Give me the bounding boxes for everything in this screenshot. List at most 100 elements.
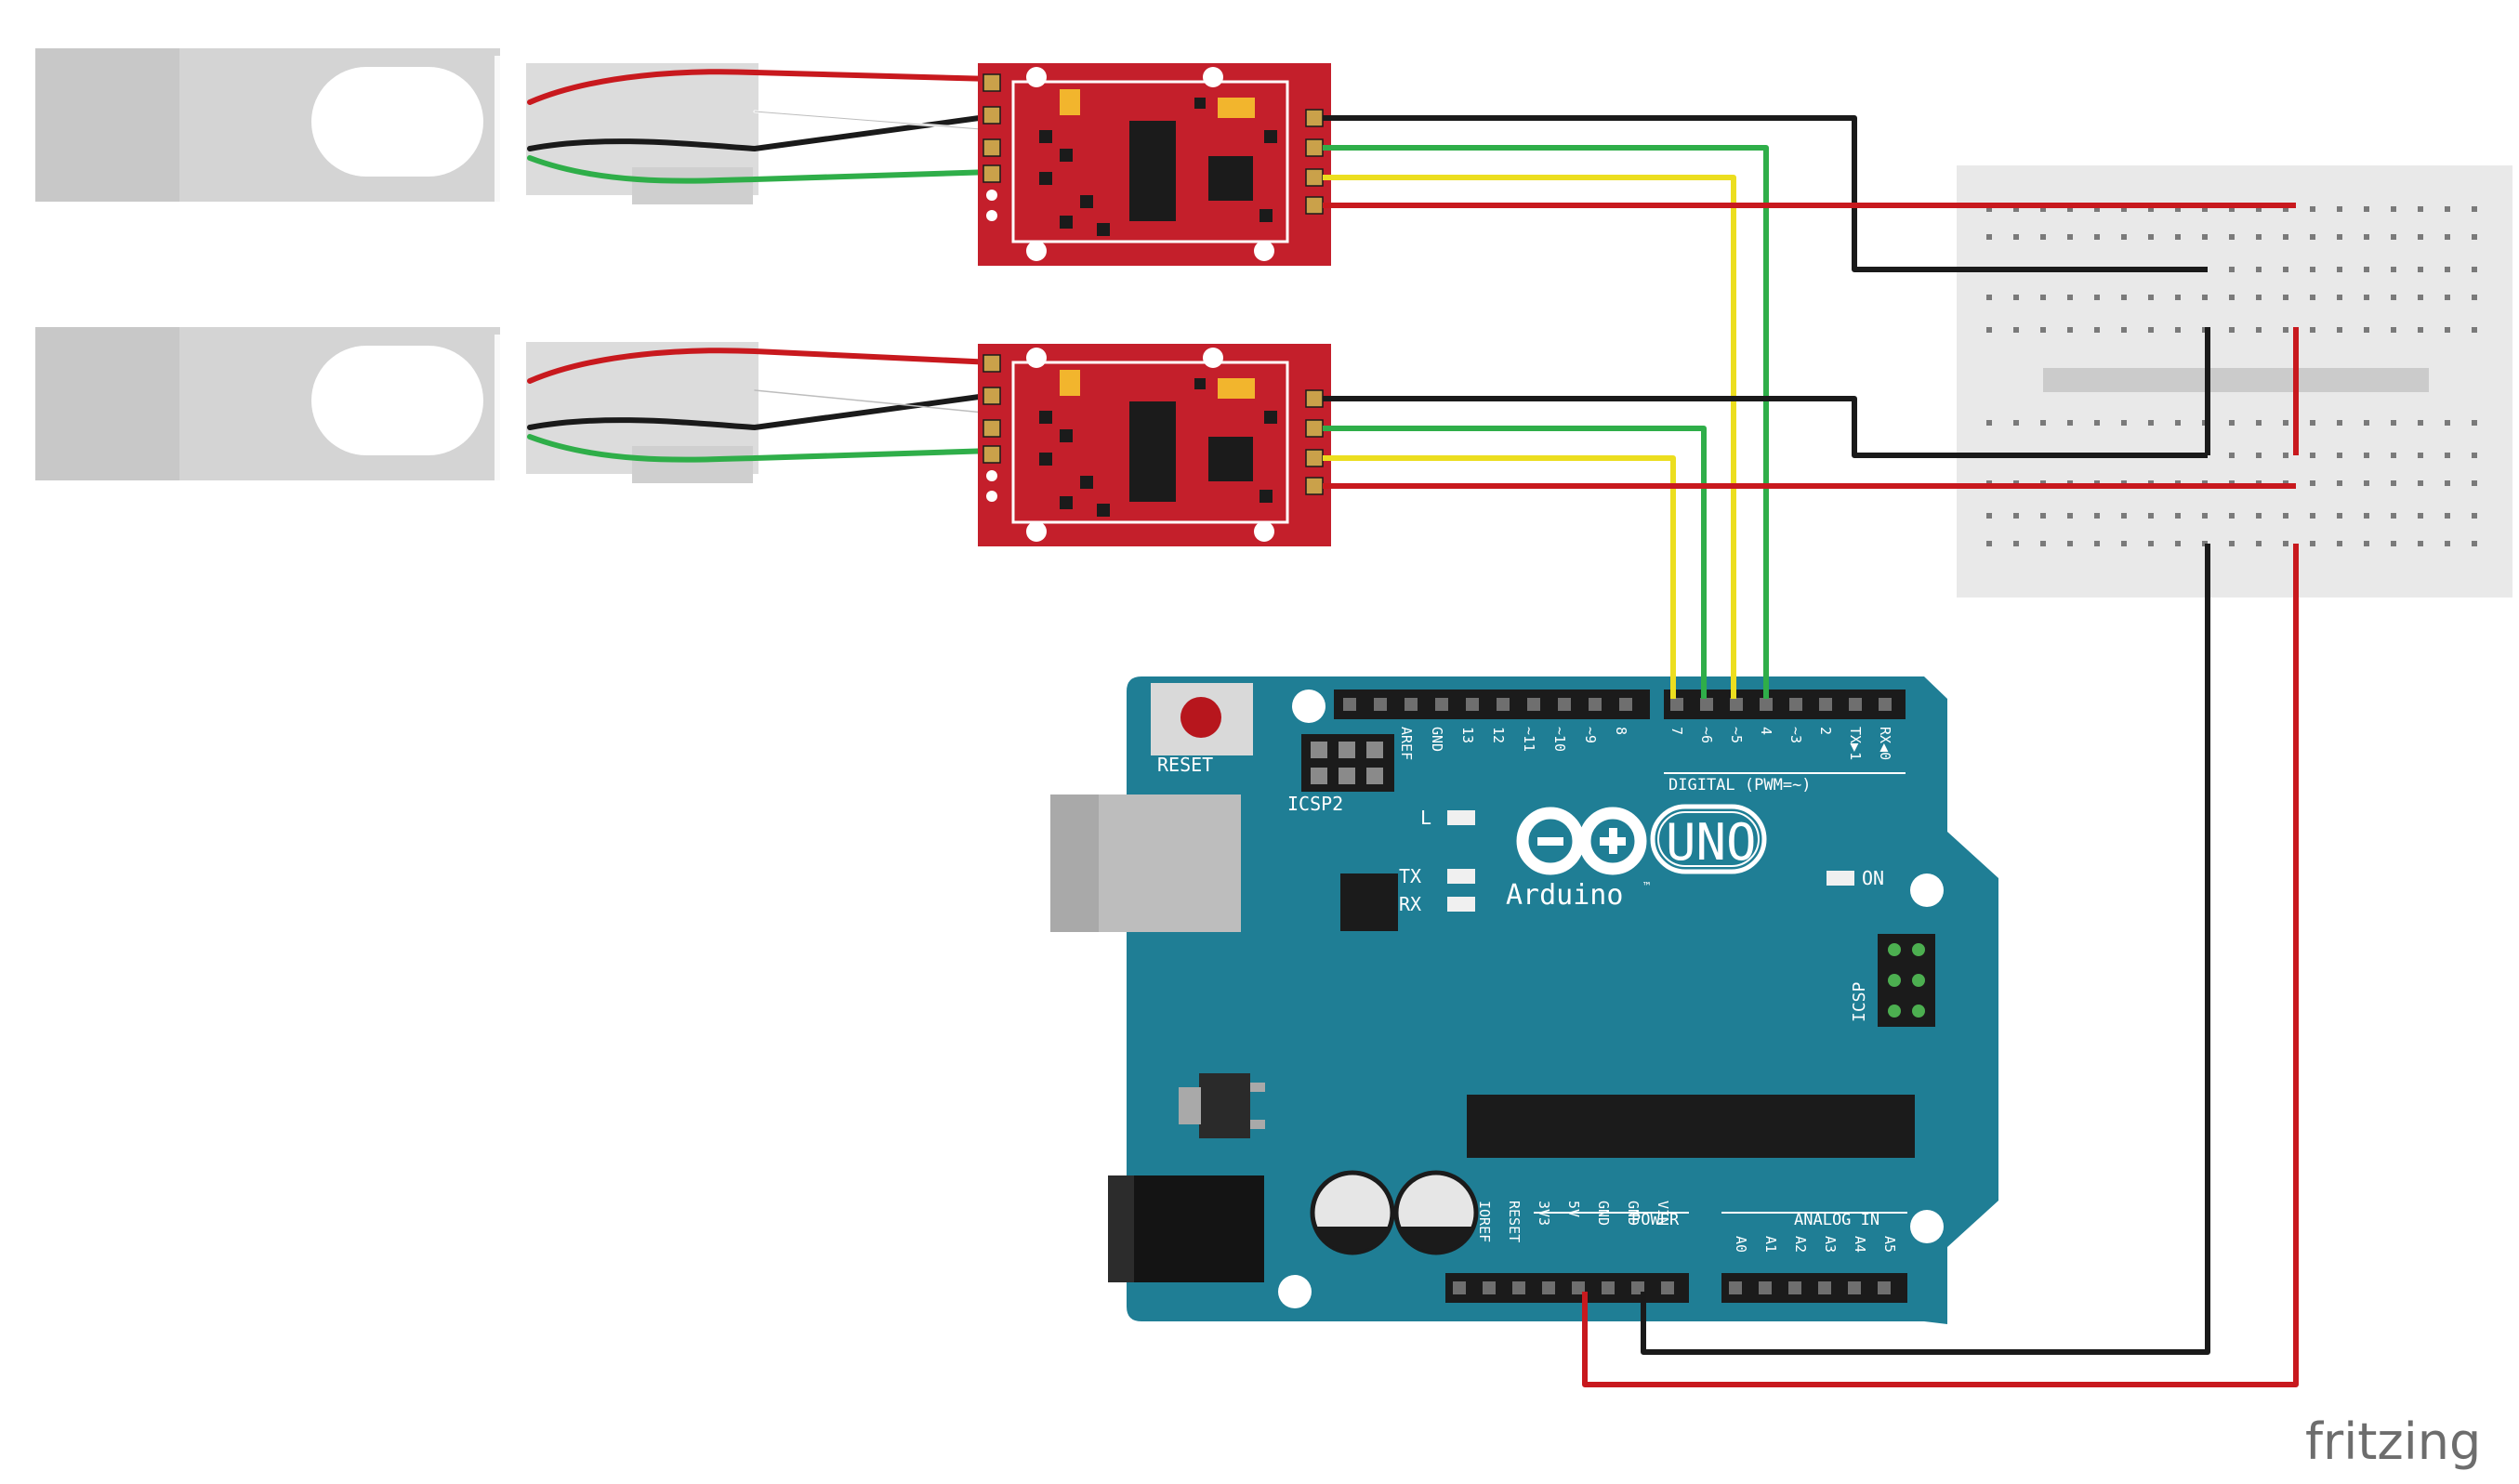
header-pin[interactable] <box>1453 1281 1466 1294</box>
breadboard-hole <box>2094 327 2100 333</box>
breadboard-hole <box>2472 513 2477 519</box>
breadboard-hole <box>2175 513 2181 519</box>
breadboard-hole <box>2094 513 2100 519</box>
header-pin[interactable] <box>1759 1281 1772 1294</box>
header-pin[interactable] <box>1527 698 1540 711</box>
header-pin[interactable] <box>1818 1281 1831 1294</box>
breadboard-hole <box>2418 327 2423 333</box>
header-pin[interactable] <box>1602 1281 1615 1294</box>
breadboard-hole <box>2337 541 2342 546</box>
breadboard-hole <box>2364 420 2369 426</box>
header-pin[interactable] <box>1466 698 1479 711</box>
power-pin-label: 3V3 <box>1536 1201 1552 1226</box>
header-pin[interactable] <box>1374 698 1387 711</box>
breadboard-hole <box>2337 480 2342 486</box>
digital-pin-label: GND <box>1429 727 1445 752</box>
header-pin[interactable] <box>1879 698 1892 711</box>
breadboard-hole <box>2013 327 2019 333</box>
load-cell-1 <box>35 48 758 204</box>
breadboard-hole <box>2472 480 2477 486</box>
digital-label: DIGITAL (PWM=~) <box>1668 776 1812 795</box>
header-pin[interactable] <box>1483 1281 1496 1294</box>
digital-pin-label: RX◀0 <box>1877 727 1893 760</box>
header-pin[interactable] <box>1631 1281 1644 1294</box>
breadboard-hole <box>2148 420 2154 426</box>
breadboard-hole <box>2418 513 2423 519</box>
header-pin[interactable] <box>1788 1281 1801 1294</box>
load-cell-1-wires <box>527 69 996 184</box>
header-pin[interactable] <box>1542 1281 1555 1294</box>
breadboard-hole <box>2391 267 2396 272</box>
breadboard-hole <box>2445 513 2450 519</box>
breadboard-hole <box>2148 327 2154 333</box>
breadboard-hole <box>2256 420 2262 426</box>
header-pin[interactable] <box>1878 1281 1891 1294</box>
breadboard-hole <box>2283 541 2288 546</box>
header-pin[interactable] <box>1670 698 1683 711</box>
rx-label: RX <box>1399 893 1421 915</box>
header-pin[interactable] <box>1729 1281 1742 1294</box>
breadboard-hole <box>2040 541 2046 546</box>
breadboard-hole <box>2310 541 2315 546</box>
breadboard-hole <box>2445 234 2450 240</box>
header-pin[interactable] <box>1435 698 1448 711</box>
reset-label: RESET <box>1157 754 1213 776</box>
header-pin[interactable] <box>1849 698 1862 711</box>
hx711-module-2 <box>978 344 1331 546</box>
breadboard-hole <box>2418 295 2423 300</box>
header-pin[interactable] <box>1819 698 1832 711</box>
power-pin-label: IOREF <box>1476 1201 1493 1242</box>
breadboard-hole <box>2067 420 2073 426</box>
header-pin[interactable] <box>1558 698 1571 711</box>
reset-button[interactable] <box>1180 697 1221 738</box>
header-pin[interactable] <box>1848 1281 1861 1294</box>
breadboard-hole <box>2418 206 2423 212</box>
breadboard-hole <box>2337 453 2342 458</box>
breadboard-hole <box>2364 453 2369 458</box>
breadboard-hole <box>2283 327 2288 333</box>
breadboard-hole <box>2283 267 2288 272</box>
breadboard-hole <box>2040 234 2046 240</box>
breadboard-hole <box>2229 513 2235 519</box>
digital-pin-label: 4 <box>1758 727 1774 735</box>
breadboard-hole <box>2121 513 2127 519</box>
header-pin[interactable] <box>1730 698 1743 711</box>
breadboard-hole <box>2337 234 2342 240</box>
icsp2-label: ICSP2 <box>1287 793 1343 815</box>
breadboard-hole <box>2445 453 2450 458</box>
breadboard-hole <box>2229 541 2235 546</box>
breadboard-hole <box>2337 327 2342 333</box>
breadboard-hole <box>2148 234 2154 240</box>
breadboard-hole <box>2013 295 2019 300</box>
analog-pin-label: A5 <box>1881 1236 1898 1253</box>
arduino-logo-tm: ™ <box>1643 880 1650 893</box>
breadboard-hole <box>2445 206 2450 212</box>
header-pin[interactable] <box>1700 698 1713 711</box>
breadboard-hole <box>2229 267 2235 272</box>
header-pin[interactable] <box>1512 1281 1525 1294</box>
breadboard-hole <box>2391 541 2396 546</box>
analog-label: ANALOG IN <box>1794 1211 1879 1229</box>
header-pin[interactable] <box>1789 698 1802 711</box>
header-pin[interactable] <box>1661 1281 1674 1294</box>
breadboard-hole <box>2337 295 2342 300</box>
breadboard-hole <box>2310 234 2315 240</box>
header-pin[interactable] <box>1760 698 1773 711</box>
breadboard-hole <box>2283 513 2288 519</box>
breadboard-hole <box>2229 327 2235 333</box>
header-pin[interactable] <box>1589 698 1602 711</box>
header-pin[interactable] <box>1572 1281 1585 1294</box>
power-pin-label: GND <box>1595 1201 1612 1226</box>
breadboard-hole <box>2310 480 2315 486</box>
header-pin[interactable] <box>1497 698 1510 711</box>
digital-pin-label: AREF <box>1398 727 1415 760</box>
header-pin[interactable] <box>1343 698 1356 711</box>
breadboard-hole <box>2472 234 2477 240</box>
header-pin[interactable] <box>1405 698 1418 711</box>
breadboard-hole <box>1986 541 1992 546</box>
breadboard-hole <box>2310 206 2315 212</box>
header-pin[interactable] <box>1619 698 1632 711</box>
breadboard-hole <box>2364 513 2369 519</box>
breadboard-hole <box>2175 295 2181 300</box>
breadboard-hole <box>2445 295 2450 300</box>
